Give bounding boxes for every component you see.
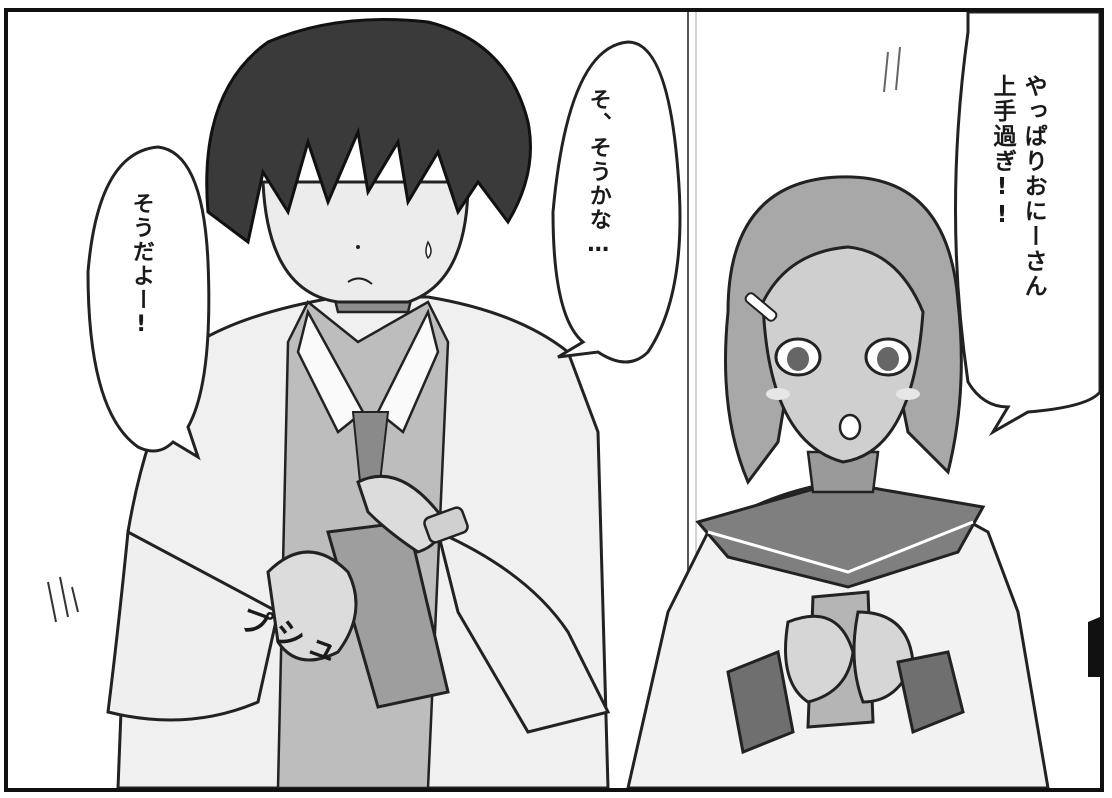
boy-character bbox=[47, 18, 611, 788]
speech-bubbles bbox=[86, 12, 1100, 461]
girl-reply-text: そうだよー! bbox=[128, 192, 154, 339]
manga-panel: やっぱりおにーさん 上手過ぎ!! そ、そうかな… そうだよー! プシュ bbox=[4, 8, 1104, 792]
speech-bubble-boy bbox=[551, 40, 682, 364]
girl-character bbox=[626, 46, 1050, 788]
speech-bubble-girl-reply bbox=[86, 145, 211, 461]
girl-dialogue-text: やっぱりおにーさん 上手過ぎ!! bbox=[989, 74, 1047, 299]
speech-bubble-girl bbox=[954, 12, 1100, 437]
boy-dialogue-text: そ、そうかな… bbox=[585, 88, 611, 259]
panel-artwork bbox=[47, 12, 1100, 788]
